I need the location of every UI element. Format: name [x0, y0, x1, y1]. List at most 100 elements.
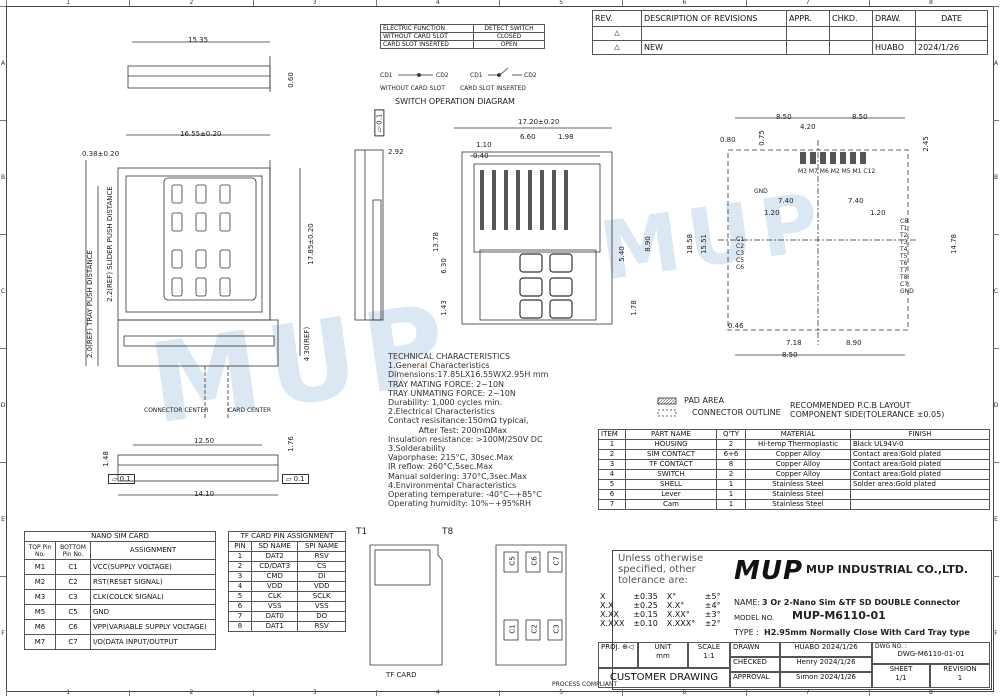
dim-1-78: 1.78	[629, 300, 638, 316]
switch-without-label: WITHOUT CARD SLOT	[380, 85, 445, 92]
tf-cell: DAT2	[250, 551, 299, 562]
tf-pin-title: TF CARD PIN ASSIGNMENT	[228, 531, 346, 542]
company-name: MUP INDUSTRIAL CO.,LTD.	[806, 563, 969, 576]
pin-label: C2	[736, 243, 745, 250]
sim-cell: I/O(DATA INPUT/OUTPUT	[90, 634, 216, 650]
pin-label: C1	[736, 236, 745, 243]
tray-push-distance: 2.0(REF) TRAY PUSH DISTANCE	[85, 250, 94, 358]
pin-label: C3	[736, 250, 745, 257]
tf-cell: CMD	[250, 571, 299, 582]
bom-header: MATERIAL	[745, 429, 851, 440]
ruler-mark: B	[0, 120, 6, 234]
tolerance-cell: ±4°	[704, 601, 721, 610]
dim-8-50: 8.50	[852, 113, 868, 121]
dim-14-78: 14.78	[950, 233, 959, 255]
bom-cell: 2	[598, 449, 626, 460]
bom-cell: 8	[716, 459, 746, 470]
sim-pin-c2: C2	[530, 624, 539, 634]
gnd-pad-label: GND	[754, 188, 768, 195]
dim-1-10: 1.10	[476, 141, 492, 149]
sim-pin-c6: C6	[530, 556, 539, 566]
projection-cell: PROJ. ⊕◁	[598, 642, 638, 668]
dim-16-55: 16.55±0.20	[180, 130, 222, 138]
tf-cell: DAT0	[250, 611, 299, 622]
tf-cell: 3	[228, 571, 252, 582]
bom-cell: Lever	[625, 489, 717, 500]
ruler-mark: 2	[129, 0, 252, 6]
tech-line: 3.Solderability	[388, 444, 446, 454]
bom-cell: 1	[716, 499, 746, 510]
tf-cell: 5	[228, 591, 252, 602]
sim-cell: M5	[24, 604, 56, 620]
pcb-layout-note: RECOMMENDED P.C.B LAYOUT	[790, 401, 911, 410]
dim-0-40: 0.40	[473, 152, 489, 160]
bom-cell	[850, 499, 990, 510]
tolerance-cell: ±2°	[704, 619, 721, 628]
bom-cell: Black UL94V-0	[850, 439, 990, 450]
tolerance-cell: ±0.35	[633, 592, 658, 601]
dim-15-51: 15.51	[700, 233, 709, 255]
switch-cd2-label: CD2	[436, 72, 449, 79]
tech-title: TECHNICAL CHARACTERISTICS	[388, 352, 511, 361]
dim-8-50: 8.50	[776, 113, 792, 121]
ruler-mark: C	[993, 234, 999, 348]
tf-cell: 7	[228, 611, 252, 622]
dim-0-46: 0.46	[728, 322, 744, 330]
tf-header: SD NAME	[250, 541, 299, 552]
ruler-mark: F	[993, 576, 999, 690]
pin-label: T1	[900, 225, 908, 232]
tech-line: Insulation resistance: >100M/250V DC	[388, 434, 543, 444]
ruler-mark: D	[993, 348, 999, 462]
rev-drawer: HUABO	[872, 40, 916, 55]
flatness-0-1: ▱ 0.1	[108, 474, 135, 484]
ruler-mark: 8	[868, 0, 992, 6]
tech-line: 4.Environmental Characteristics	[388, 480, 517, 490]
ruler-mark: 3	[252, 690, 376, 696]
ruler-mark: C	[0, 234, 6, 348]
tf-cell: DI	[297, 571, 346, 582]
pin-label: T5	[900, 253, 908, 260]
connector-center-label: CONNECTOR CENTER	[144, 407, 209, 414]
sim-cell: VPP(VARIABLE SUPPLY VOLTAGE)	[90, 619, 216, 635]
tf-cell: RSV	[297, 621, 346, 632]
dim-15-35: 15.35	[188, 36, 209, 44]
dim-17-85: 17.85±0.20	[306, 223, 315, 265]
pin-label: T7	[900, 267, 908, 274]
bom-cell: Stainless Steel	[745, 489, 851, 500]
tf-cell: 4	[228, 581, 252, 592]
pin-label: T3	[900, 239, 908, 246]
ruler-mark: 7	[745, 0, 869, 6]
ruler-mark: E	[0, 462, 6, 576]
tech-line: IR reflow: 260°C,5sec.Max	[388, 462, 493, 472]
tf-cell: CD/DAT3	[250, 561, 299, 572]
bom-cell: 2	[716, 469, 746, 480]
dim-6-60: 6.60	[520, 133, 536, 141]
nano-sim-title: NANO SIM CARD	[24, 531, 216, 542]
tf-cell: CLK	[250, 591, 299, 602]
dim-4-30-ref: 4.30(REF)	[303, 326, 312, 362]
pad-area-legend: PAD AREA	[684, 396, 725, 405]
pin-label: T2	[900, 232, 908, 239]
bom-header: PART NAME	[625, 429, 717, 440]
ruler-mark: 3	[252, 0, 376, 6]
connector-outline-legend: CONNECTOR OUTLINE	[692, 408, 781, 417]
tf-cell: 8	[228, 621, 252, 632]
ruler-mark: 8	[868, 690, 992, 696]
dim-8-90: 8.90	[643, 236, 652, 252]
ruler-mark: 5	[499, 690, 622, 696]
bom-cell: Contact area:Gold plated	[850, 449, 990, 460]
bom-cell: 7	[598, 499, 626, 510]
sim-cell: C2	[55, 574, 91, 590]
dim-7-40: 7.40	[778, 197, 794, 205]
sim-cell: M7	[24, 634, 56, 650]
top-pin-labels: M3 M7 M6 M2 M5 M1 C12	[798, 168, 876, 175]
tolerance-cell: X.XXX	[600, 619, 625, 628]
